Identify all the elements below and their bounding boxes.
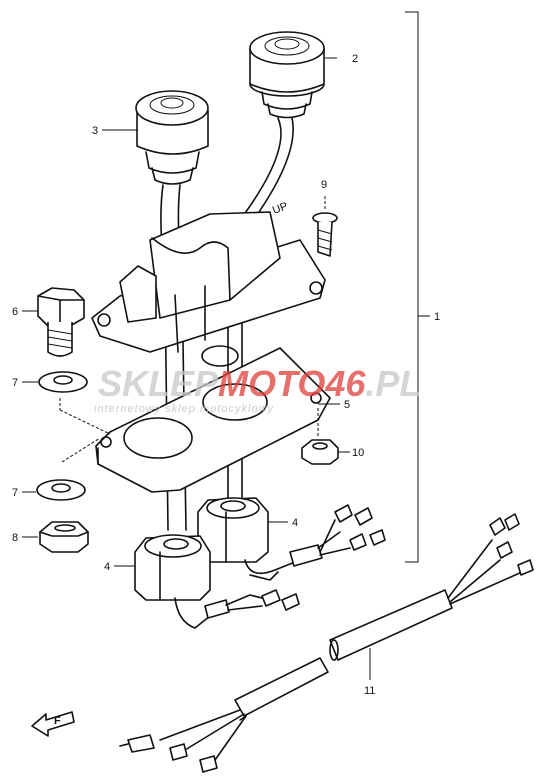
part-3-meter	[135, 90, 209, 185]
part-11-wire-harness	[119, 513, 534, 773]
part-10-nut	[301, 408, 339, 465]
label-part-7-upper: 7	[12, 377, 18, 389]
assembly-bracket	[405, 11, 430, 563]
part-2-meter	[249, 31, 325, 119]
label-part-5: 5	[344, 399, 350, 411]
part-4-grommet-nut-left	[134, 534, 211, 601]
part-8-nut	[39, 521, 89, 553]
meter-leads	[174, 504, 386, 629]
label-part-4-left: 4	[104, 561, 110, 573]
part-6-bolt	[37, 287, 85, 357]
part-7-washer-lower	[36, 479, 86, 501]
part-labels: 1 2 3 4 4 5 6 7 7 8 9 10 11	[12, 53, 440, 697]
label-part-3: 3	[92, 125, 98, 137]
watermark-brand-3: 46	[324, 363, 366, 404]
label-part-11: 11	[364, 685, 375, 697]
part-4-grommet-nut-right	[197, 497, 269, 563]
leader-lines	[22, 57, 371, 680]
front-direction-arrow: F	[31, 711, 75, 737]
part-9-screw	[312, 196, 338, 257]
label-part-1: 1	[434, 311, 440, 323]
label-part-4-right: 4	[292, 517, 298, 529]
watermark-brand-4: .PL	[365, 363, 421, 404]
label-part-2: 2	[352, 53, 358, 65]
svg-text:SKLEPMOTO46.PL: SKLEPMOTO46.PL	[98, 363, 421, 404]
watermark: SKLEPMOTO46.PL internetowy sklep motocyk…	[94, 363, 421, 415]
label-part-8: 8	[12, 532, 18, 544]
watermark-brand-2: MOTO	[218, 363, 325, 404]
label-part-9: 9	[321, 179, 327, 191]
label-part-6: 6	[12, 306, 18, 318]
label-part-7-lower: 7	[12, 487, 18, 499]
label-part-10: 10	[352, 447, 364, 459]
watermark-tagline: internetowy sklep motocyklowy	[94, 403, 275, 415]
meter-holder: UP	[91, 200, 326, 353]
part-7-washer-upper	[38, 371, 88, 393]
svg-text:F: F	[54, 715, 61, 727]
part-5-plate	[95, 345, 331, 493]
svg-text:UP: UP	[271, 200, 289, 217]
watermark-brand-1: SKLEP	[98, 363, 219, 404]
